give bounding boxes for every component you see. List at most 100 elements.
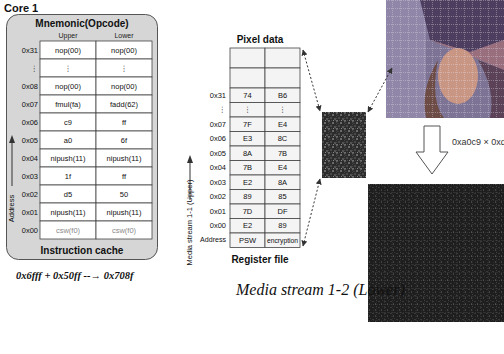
dotted-link: [303, 179, 320, 246]
address-label: 0x03: [22, 172, 38, 181]
opcode-cell: nipush(11): [51, 154, 86, 163]
register-cell: [230, 161, 265, 176]
cache-cell: [96, 41, 152, 59]
cache-cell: [96, 167, 152, 185]
opcode-cell: ff: [122, 118, 126, 127]
pixel-cell: encryption: [267, 237, 298, 244]
cache-cell: [40, 41, 96, 59]
address-label: 0x04: [210, 163, 226, 172]
pixel-cell: 89: [243, 192, 251, 201]
address-label: 0x31: [22, 46, 38, 55]
address-label: 0x31: [210, 91, 226, 100]
pixel-cell: E4: [278, 163, 287, 172]
address-label: ⋮: [219, 105, 227, 114]
register-cell: [230, 233, 265, 248]
cache-cell: [40, 59, 96, 77]
instruction-cache-panel: Mnemonic(Opcode)Instruction cacheUpperLo…: [6, 14, 158, 260]
axis-label: Media stream 1-1 (Upper): [186, 179, 195, 265]
register-cell: [265, 146, 300, 161]
address-label: 0x04: [22, 154, 38, 163]
register-cell: [230, 103, 265, 118]
opcode-cell: c9: [64, 118, 72, 127]
register-cell: [265, 132, 300, 147]
address-label: 0x05: [210, 149, 226, 158]
register-cell: [230, 204, 265, 219]
pixel-cell: ⋮: [279, 105, 287, 114]
address-label: 0x08: [22, 82, 38, 91]
opcode-cell: 50: [120, 190, 128, 199]
opcode-cell: nop(00): [111, 46, 137, 55]
address-label: 0x00: [210, 221, 226, 230]
address-label: 0x06: [22, 118, 38, 127]
opcode-cell: ⋮: [64, 64, 72, 73]
pixel-cell: ⋮: [244, 105, 252, 114]
dotted-link: [303, 50, 320, 111]
cache-cell: [96, 95, 152, 113]
cache-cell: [96, 131, 152, 149]
pixel-block: [322, 112, 366, 178]
register-cell: [265, 219, 300, 234]
dotted-link: [368, 68, 392, 112]
encryption-label: Media stream 1-2 (Lower): [236, 281, 405, 299]
pixel-cell: 7D: [243, 207, 253, 216]
column-header: Lower: [114, 32, 133, 39]
address-label: 0x01: [22, 208, 38, 217]
encrypted-image: [368, 184, 504, 322]
opcode-cell: ff: [122, 172, 126, 181]
opcode-cell: 6f: [121, 136, 127, 145]
address-label: 0x01: [210, 207, 226, 216]
opcode-cell: nipush(11): [107, 154, 142, 163]
register-cell: [265, 117, 300, 132]
register-cell: [230, 68, 265, 88]
panel-caption: Register file: [231, 254, 288, 265]
cache-cell: [96, 185, 152, 203]
source-image: [386, 0, 504, 118]
pixel-cell: 8A: [243, 149, 252, 158]
cache-cell: [40, 167, 96, 185]
address-label: Address: [200, 236, 226, 244]
address-label: 0x02: [210, 192, 226, 201]
panel-heading: Mnemonic(Opcode): [35, 18, 128, 29]
register-cell: [265, 204, 300, 219]
register-cell: [230, 175, 265, 190]
cache-cell: [40, 77, 96, 95]
opcode-cell: 1f: [65, 172, 71, 181]
opcode-cell: nop(00): [55, 46, 81, 55]
address-label: 0x05: [22, 136, 38, 145]
register-cell: [265, 161, 300, 176]
core-title: Core 1: [4, 2, 38, 14]
pixel-cell: 85: [278, 192, 286, 201]
register-cell: [230, 88, 265, 103]
pixel-cell: 7F: [243, 120, 252, 129]
pixel-cell: E4: [278, 120, 287, 129]
cache-cell: [96, 149, 152, 167]
address-arrowhead: [187, 155, 193, 163]
opcode-cell: fmul(fa): [55, 100, 80, 109]
cache-cell: [40, 113, 96, 131]
pixel-cell: 74: [243, 91, 251, 100]
cache-cell: [40, 95, 96, 113]
cache-cell: [96, 113, 152, 131]
axis-label: Address: [8, 194, 17, 222]
register-cell: [265, 233, 300, 248]
opcode-cell: nop(00): [111, 82, 137, 91]
register-cell: [230, 146, 265, 161]
pixel-cell: DF: [278, 207, 288, 216]
cache-cell: [40, 131, 96, 149]
opcode-cell: nipush(11): [51, 208, 86, 217]
cache-cell: [96, 221, 152, 239]
panel-caption: Instruction cache: [41, 245, 124, 256]
address-label: 0x06: [210, 134, 226, 143]
cache-cell: [96, 59, 152, 77]
opcode-cell: nop(00): [55, 82, 81, 91]
cache-cell: [96, 203, 152, 221]
pixel-cell: B6: [278, 91, 287, 100]
register-cell: [265, 48, 300, 68]
register-cell: [230, 117, 265, 132]
opcode-cell: csw(f0): [56, 226, 80, 235]
address-label: 0x07: [210, 120, 226, 129]
register-cell: [265, 68, 300, 88]
stream-heading: 0x6fff + 0x50ff --→ 0x708f: [16, 270, 133, 281]
opcode-cell: d5: [64, 190, 72, 199]
